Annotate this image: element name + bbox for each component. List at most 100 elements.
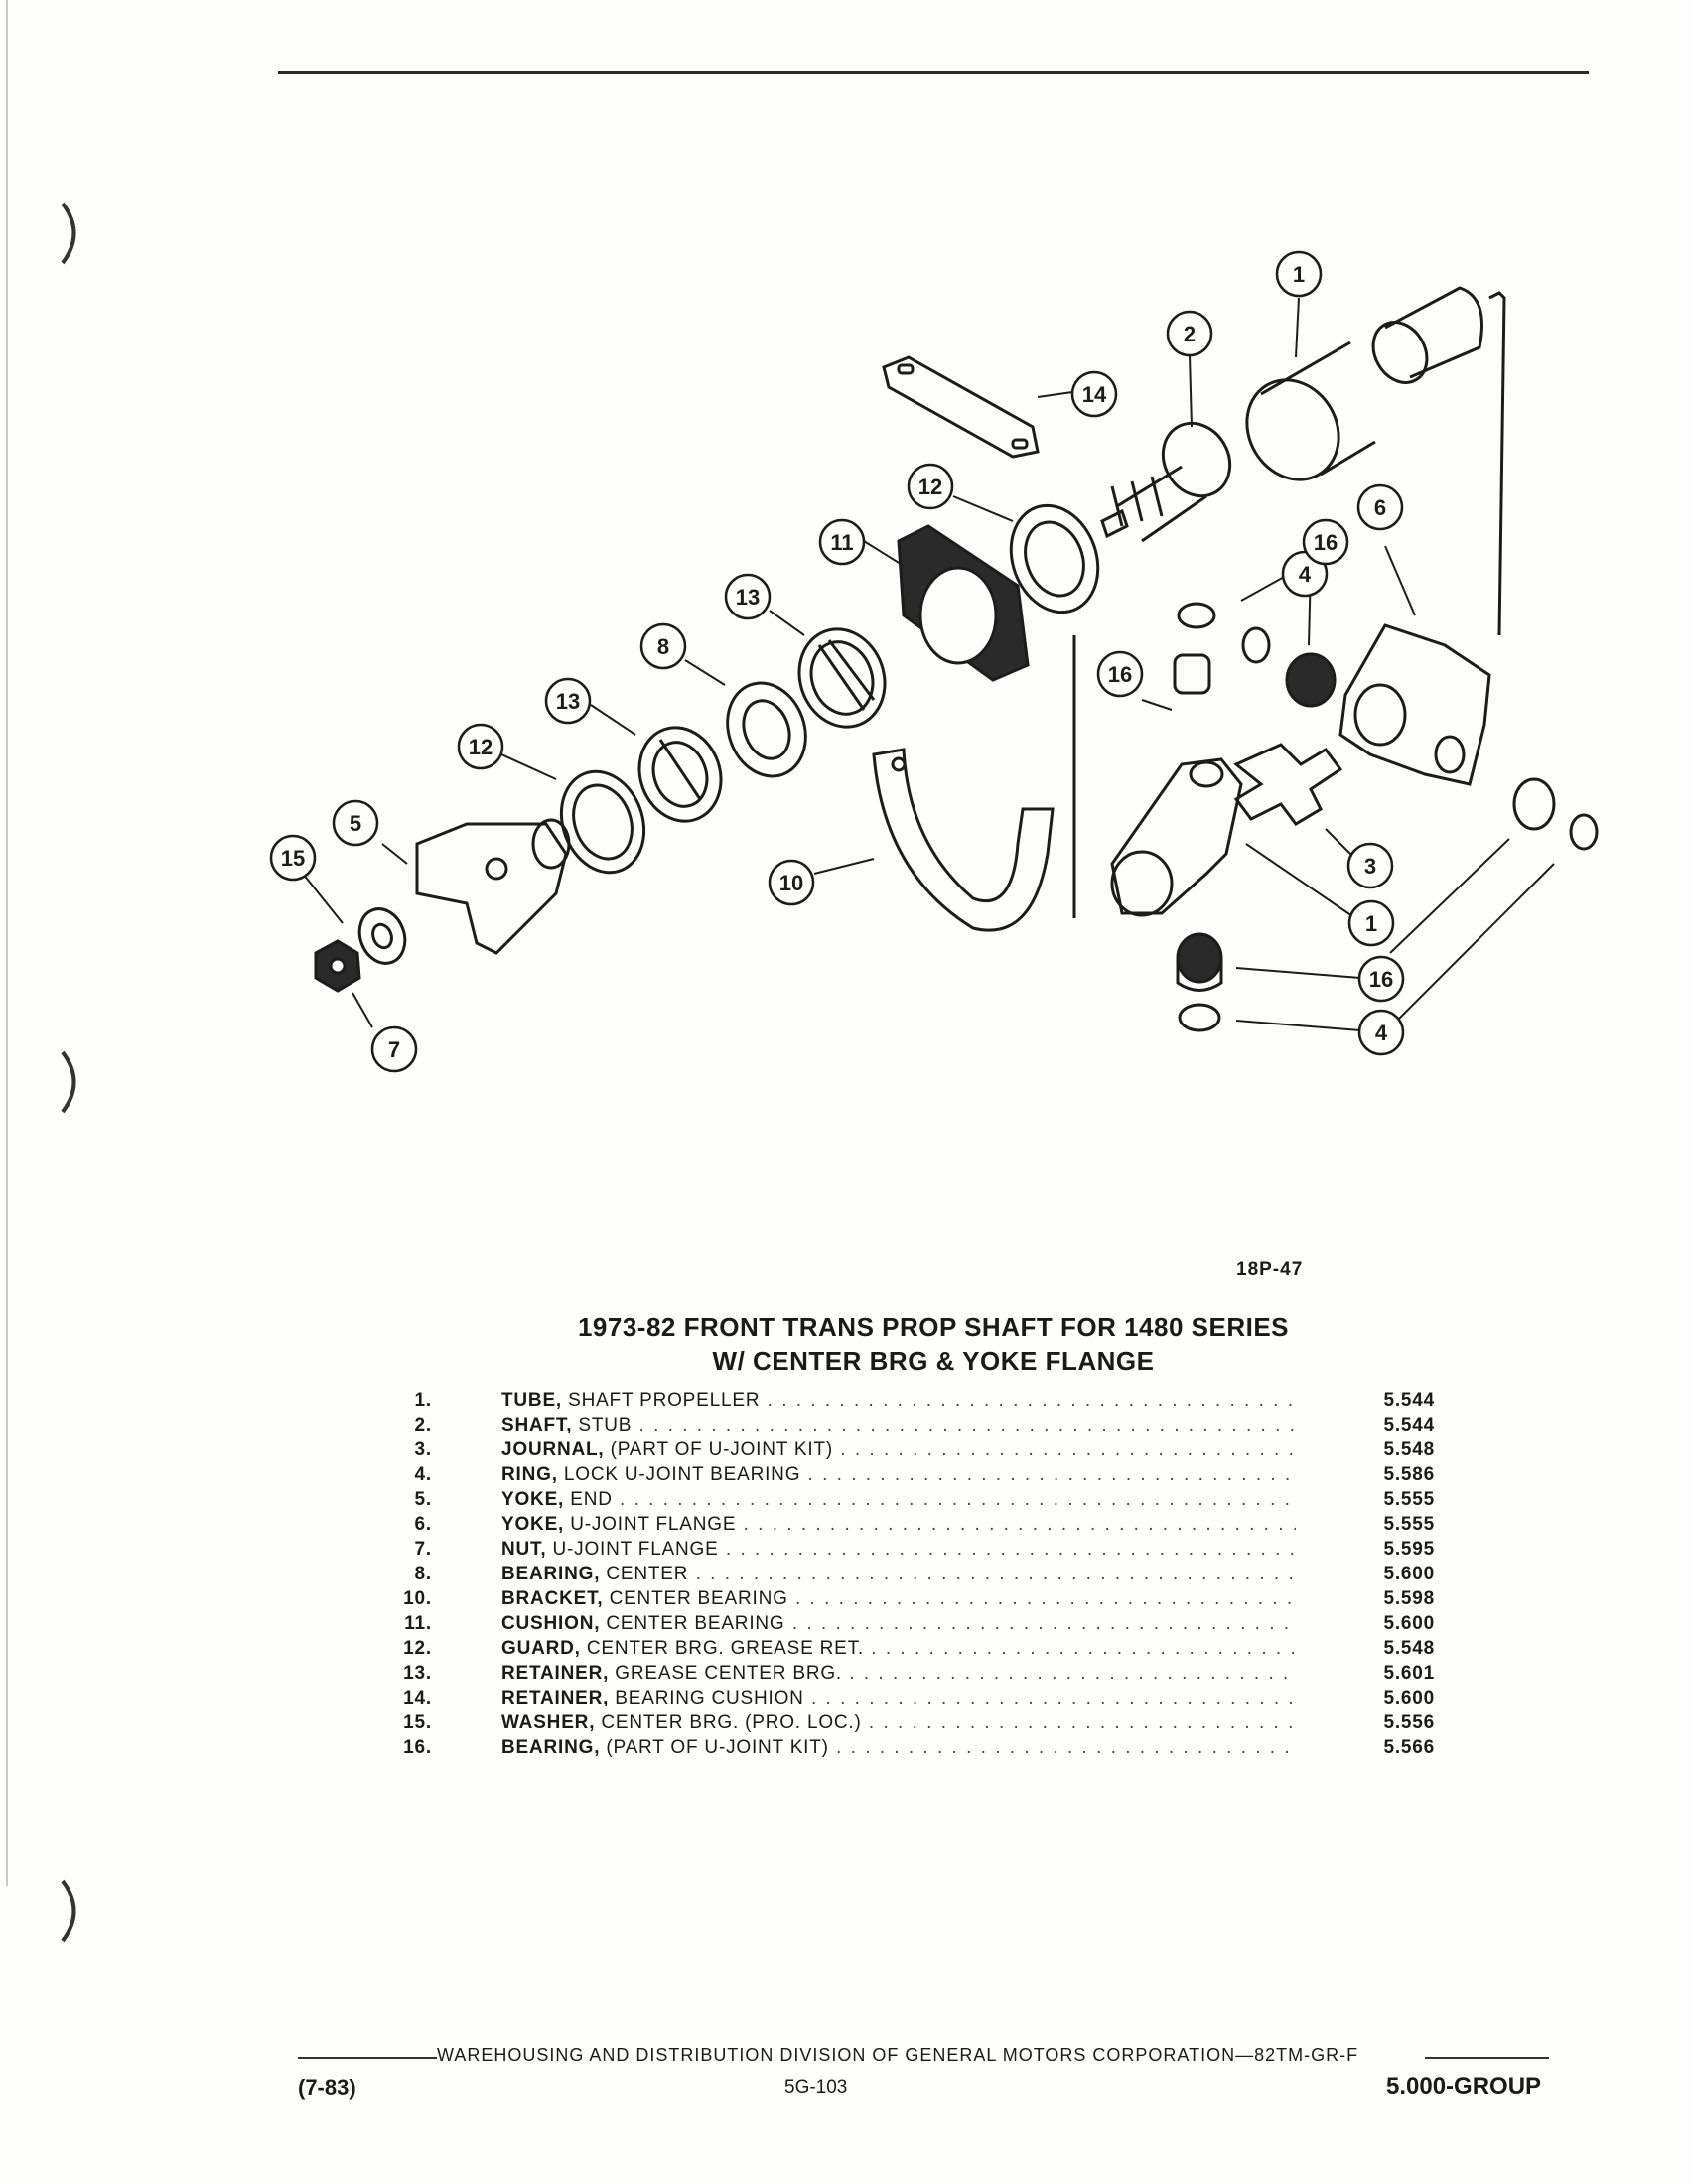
svg-text:11: 11	[830, 530, 853, 555]
part-name: CUSHION,	[501, 1612, 601, 1634]
callout-7: 7	[370, 1025, 418, 1073]
part-name: NUT,	[501, 1538, 547, 1560]
callout-16: 16	[1302, 518, 1349, 566]
part-description: RING, LOCK U-JOINT BEARING	[501, 1462, 1296, 1487]
part-description: TUBE, SHAFT PROPELLER	[501, 1388, 1296, 1413]
part-number: 3.	[414, 1438, 432, 1460]
part-name: YOKE,	[501, 1488, 565, 1510]
figure-code: 18P-47	[1236, 1259, 1304, 1280]
footer-page-number: 5G-103	[784, 2077, 848, 2098]
svg-text:7: 7	[388, 1037, 400, 1062]
nut-u-joint-flange-part	[314, 939, 361, 993]
svg-text:16: 16	[1369, 967, 1393, 992]
svg-text:5: 5	[350, 811, 361, 836]
lock-ring-part	[1177, 602, 1599, 1032]
callout-16: 16	[1357, 955, 1405, 1003]
callout-2: 2	[1166, 310, 1213, 357]
part-description: YOKE, END	[501, 1487, 1296, 1512]
part-number: 8.	[414, 1563, 432, 1584]
part-detail: STUB	[578, 1414, 633, 1435]
footer-division-text: WAREHOUSING AND DISTRIBUTION DIVISION OF…	[437, 2045, 1359, 2065]
part-number: 13.	[403, 1662, 432, 1684]
parts-row: 7.NUT, U-JOINT FLANGE5.595	[392, 1537, 1435, 1562]
callout-11: 11	[818, 518, 866, 566]
part-detail: END	[570, 1488, 613, 1510]
binder-hole-mark	[61, 202, 76, 265]
guard-grease-ret-part	[559, 769, 646, 875]
part-detail: CENTER BRG. GREASE RET.	[586, 1637, 865, 1659]
bracket-center-bearing-part	[872, 748, 1055, 932]
parts-row: 4.RING, LOCK U-JOINT BEARING5.586	[392, 1462, 1435, 1487]
callout-16: 16	[1096, 650, 1144, 698]
callout-12: 12	[457, 723, 504, 770]
svg-text:1: 1	[1293, 262, 1305, 287]
part-description: BRACKET, CENTER BEARING	[501, 1586, 1296, 1611]
svg-text:4: 4	[1299, 562, 1312, 587]
tube-shaft-propeller-part	[1245, 286, 1506, 636]
part-number: 4.	[414, 1463, 432, 1485]
parts-row: 16.BEARING, (PART OF U-JOINT KIT)5.566	[392, 1735, 1435, 1760]
part-detail: U-JOINT FLANGE	[570, 1513, 737, 1535]
callout-14: 14	[1070, 370, 1118, 418]
svg-text:15: 15	[281, 846, 305, 871]
svg-text:12: 12	[918, 475, 942, 499]
svg-text:2: 2	[1184, 322, 1196, 346]
page-title-line-1: 1973-82 FRONT TRANS PROP SHAFT FOR 1480 …	[577, 1312, 1290, 1342]
part-detail: CENTER BEARING	[609, 1587, 788, 1609]
part-name: RING,	[501, 1463, 558, 1485]
part-number: 10.	[403, 1587, 432, 1609]
part-number: 11.	[404, 1612, 432, 1634]
part-number: 2.	[414, 1414, 432, 1435]
bearing-center-part	[726, 681, 807, 778]
part-name: RETAINER,	[501, 1662, 610, 1684]
top-rule	[278, 71, 1589, 74]
part-group-code: 5.556	[1383, 1711, 1435, 1733]
svg-text:12: 12	[469, 735, 493, 759]
part-name: GUARD,	[501, 1637, 581, 1659]
part-number: 5.	[414, 1488, 432, 1510]
bearing-cap-part	[1173, 653, 1211, 695]
part-number: 6.	[414, 1513, 432, 1535]
shaft-stub-part	[1100, 421, 1232, 543]
part-name: BEARING,	[501, 1736, 601, 1758]
part-name: SHAFT,	[501, 1414, 573, 1435]
footer-group: 5.000-GROUP	[1386, 2073, 1542, 2100]
part-description: GUARD, CENTER BRG. GREASE RET.	[501, 1636, 1296, 1661]
part-detail: GREASE CENTER BRG.	[615, 1662, 842, 1684]
callout-12: 12	[907, 463, 954, 510]
bearing-cap-part	[1285, 652, 1337, 708]
part-number: 1.	[414, 1389, 432, 1411]
svg-text:13: 13	[556, 689, 580, 714]
retainer-grease-part	[797, 627, 887, 729]
part-detail: CENTER	[606, 1563, 689, 1584]
part-number: 14.	[403, 1687, 432, 1708]
washer-part	[357, 907, 407, 965]
part-number: 12.	[403, 1637, 432, 1659]
binder-hole-mark	[61, 1879, 76, 1943]
part-group-code: 5.555	[1383, 1513, 1435, 1535]
svg-text:14: 14	[1082, 382, 1107, 407]
part-description: BEARING, (PART OF U-JOINT KIT)	[501, 1735, 1296, 1760]
parts-row: 3.JOURNAL, (PART OF U-JOINT KIT)5.548	[392, 1437, 1435, 1462]
callout-8: 8	[639, 622, 687, 670]
part-detail: LOCK U-JOINT BEARING	[563, 1463, 801, 1485]
svg-text:10: 10	[779, 871, 803, 895]
yoke-end-part	[415, 818, 571, 955]
part-detail: (PART OF U-JOINT KIT)	[606, 1736, 829, 1758]
part-description: NUT, U-JOINT FLANGE	[501, 1537, 1296, 1562]
binder-hole-mark	[61, 1050, 76, 1114]
part-detail: CENTER BEARING	[606, 1612, 785, 1634]
page-left-edge	[6, 0, 8, 1886]
part-description: SHAFT, STUB	[501, 1413, 1296, 1437]
callout-4: 4	[1357, 1009, 1405, 1056]
parts-row: 2. SHAFT, STUB 5.544	[392, 1413, 1435, 1437]
svg-text:16: 16	[1108, 662, 1132, 687]
part-name: YOKE,	[501, 1513, 565, 1535]
retainer-bearing-cushion-part	[882, 355, 1040, 459]
guard-grease-ret-part	[1009, 503, 1100, 614]
part-description: RETAINER, GREASE CENTER BRG.	[501, 1661, 1296, 1686]
part-group-code: 5.544	[1383, 1414, 1435, 1435]
parts-row: 6. YOKE, U-JOINT FLANGE 5.555	[392, 1512, 1435, 1537]
callout-4: 4	[1281, 550, 1329, 598]
part-description: JOURNAL, (PART OF U-JOINT KIT)	[501, 1437, 1296, 1462]
